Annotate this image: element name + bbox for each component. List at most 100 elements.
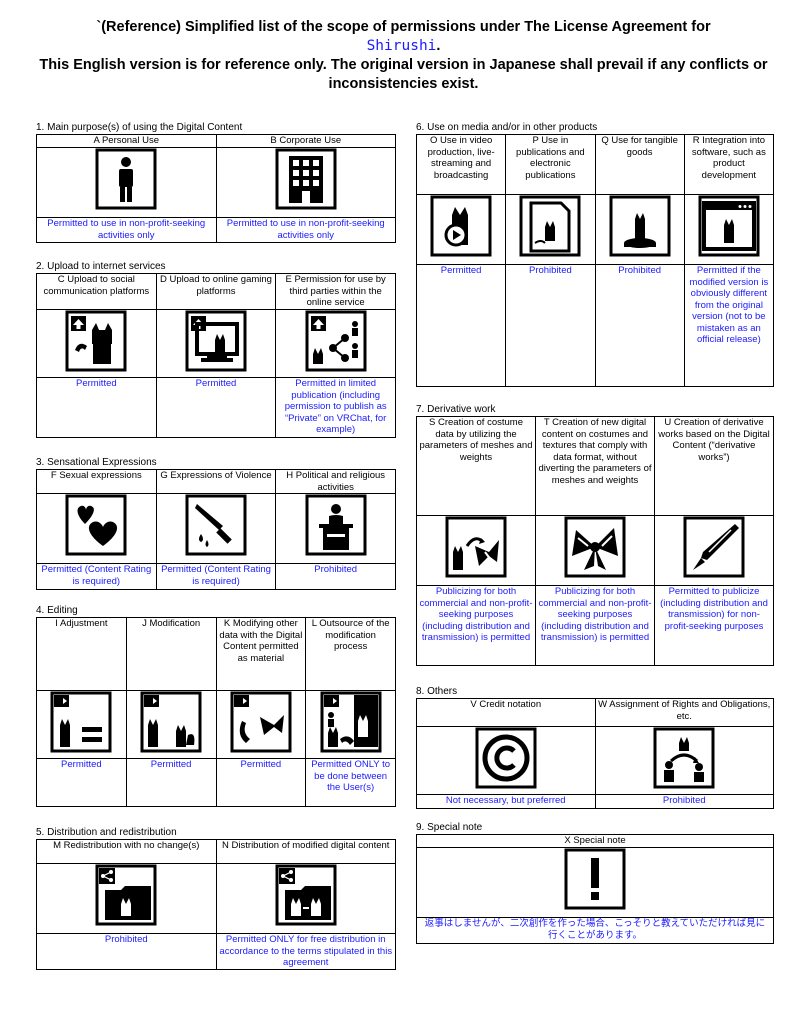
- section-title: 8. Others: [416, 686, 458, 697]
- item-label: N Distribution of modified digital conte…: [215, 839, 396, 864]
- item-label: C Upload to social communication platfor…: [36, 273, 157, 310]
- item-status: Publicizing for both commercial and non-…: [416, 585, 536, 666]
- figure-icon: [608, 195, 671, 257]
- icon-cell: [415, 194, 507, 265]
- item-status: Permitted: [215, 758, 307, 807]
- icon-cell: [683, 194, 775, 265]
- section-title: 5. Distribution and redistribution: [36, 827, 177, 838]
- upload-avatar-icon: [65, 310, 128, 372]
- section-5-table: M Redistribution with no change(s) N Dis…: [36, 839, 396, 970]
- item-status: Not necessary, but preferred: [416, 794, 596, 809]
- item-status: Permitted to use in non-profit-seeking a…: [215, 217, 396, 243]
- item-status: Permitted to publicize (including distri…: [654, 585, 774, 666]
- section-title: 7. Derivative work: [416, 404, 496, 415]
- icon-cell: [275, 309, 396, 378]
- icon-cell: [305, 690, 396, 759]
- item-label: F Sexual expressions: [36, 469, 157, 494]
- app-window-icon: [697, 195, 760, 257]
- upload-monitor-icon: [184, 310, 247, 372]
- item-status: Permitted: [415, 264, 507, 387]
- icon-cell: [275, 493, 396, 564]
- icon-cell: [125, 690, 217, 759]
- item-label: I Adjustment: [36, 617, 127, 691]
- item-label: U Creation of derivative works based on …: [654, 416, 774, 516]
- item-status: Permitted if the modified version is obv…: [683, 264, 775, 387]
- item-label: A Personal Use: [36, 134, 217, 148]
- building-icon: [274, 148, 337, 210]
- icon-cell: [155, 493, 277, 564]
- section-4: 4. Editing I Adjustment J Modification K…: [36, 605, 396, 807]
- item-label: L Outsource of the modification process: [305, 617, 396, 691]
- section-5: 5. Distribution and redistribution M Red…: [36, 827, 396, 970]
- person-icon: [95, 148, 158, 210]
- section-title: 6. Use on media and/or in other products: [416, 122, 598, 133]
- icon-cell: [654, 515, 774, 586]
- section-3-table: F Sexual expressions G Expressions of Vi…: [36, 469, 396, 590]
- section-3: 3. Sensational Expressions F Sexual expr…: [36, 457, 396, 590]
- section-9: 9. Special note X Special note 返事はしませんが、…: [416, 822, 774, 944]
- item-status: Permitted (Content Rating is required): [36, 563, 157, 590]
- icon-cell: [36, 863, 217, 934]
- icon-cell: [416, 515, 536, 586]
- icon-cell: [215, 690, 307, 759]
- section-8: 8. Others V Credit notation W Assignment…: [416, 686, 774, 809]
- item-status: Permitted: [36, 758, 127, 807]
- share-users-icon: [304, 310, 367, 372]
- icon-cell: [36, 147, 217, 218]
- video-play-icon: [430, 195, 493, 257]
- item-label: O Use in video production, live-streamin…: [415, 134, 507, 195]
- section-title: 1. Main purpose(s) of using the Digital …: [36, 122, 243, 133]
- product-suffix: .: [436, 38, 441, 54]
- item-label: S Creation of costume data by utilizing …: [416, 416, 536, 516]
- bow-icon: [564, 516, 626, 578]
- item-label: X Special note: [416, 834, 774, 848]
- pen-icon: [683, 516, 745, 578]
- item-status: Prohibited: [594, 794, 774, 809]
- header-line-1: `(Reference) Simplified list of the scop…: [96, 19, 711, 35]
- section-9-table: X Special note 返事はしませんが、二次創作を作った場合、こっそりと…: [416, 834, 774, 944]
- modify-icon: [140, 691, 203, 753]
- adjust-icon: [50, 691, 113, 753]
- icon-cell: [36, 690, 127, 759]
- document-icon: [519, 195, 582, 257]
- item-label: K Modifying other data with the Digital …: [215, 617, 307, 691]
- item-status: Publicizing for both commercial and non-…: [535, 585, 655, 666]
- header-line-2: Shirushi.: [0, 37, 807, 56]
- item-label: E Permission for use by third parties wi…: [275, 273, 396, 310]
- item-label: W Assignment of Rights and Obligations, …: [594, 698, 774, 727]
- section-4-table: I Adjustment J Modification K Modifying …: [36, 617, 396, 807]
- section-title: 2. Upload to internet services: [36, 261, 166, 272]
- icon-cell: [416, 847, 774, 918]
- item-status: Permitted (Content Rating is required): [155, 563, 277, 590]
- icon-cell: [215, 863, 396, 934]
- item-label: R Integration into software, such as pro…: [683, 134, 775, 195]
- special-note-text: 返事はしませんが、二次創作を作った場合、こっそりと教えていただければ見に行くこと…: [416, 917, 774, 944]
- item-status: Permitted: [125, 758, 217, 807]
- item-label: D Upload to online gaming platforms: [155, 273, 277, 310]
- exclamation-icon: [564, 848, 626, 910]
- section-1: 1. Main purpose(s) of using the Digital …: [36, 122, 396, 243]
- item-status: Prohibited: [36, 933, 217, 970]
- icon-cell: [155, 309, 277, 378]
- product-name: Shirushi: [366, 38, 437, 54]
- section-6-table: O Use in video production, live-streamin…: [415, 134, 775, 387]
- section-2: 2. Upload to internet services C Upload …: [36, 261, 396, 438]
- transfer-icon: [653, 727, 716, 789]
- icon-cell: [505, 194, 596, 265]
- header-line-3: This English version is for reference on…: [39, 57, 768, 73]
- copyright-icon: [474, 727, 537, 789]
- item-label: B Corporate Use: [215, 134, 396, 148]
- section-7-table: S Creation of costume data by utilizing …: [416, 416, 774, 666]
- item-label: J Modification: [125, 617, 217, 691]
- icon-cell: [215, 147, 396, 218]
- section-title: 4. Editing: [36, 605, 78, 616]
- item-label: V Credit notation: [416, 698, 596, 727]
- item-status: Permitted ONLY to be done between the Us…: [305, 758, 396, 807]
- redistribute-icon: [95, 864, 158, 926]
- section-title: 9. Special note: [416, 822, 483, 833]
- icon-cell: [535, 515, 655, 586]
- section-1-table: A Personal Use B Corporate Use Permitted…: [36, 134, 396, 243]
- item-status: Permitted to use in non-profit-seeking a…: [36, 217, 217, 243]
- podium-icon: [304, 494, 367, 556]
- distribute-modified-icon: [274, 864, 337, 926]
